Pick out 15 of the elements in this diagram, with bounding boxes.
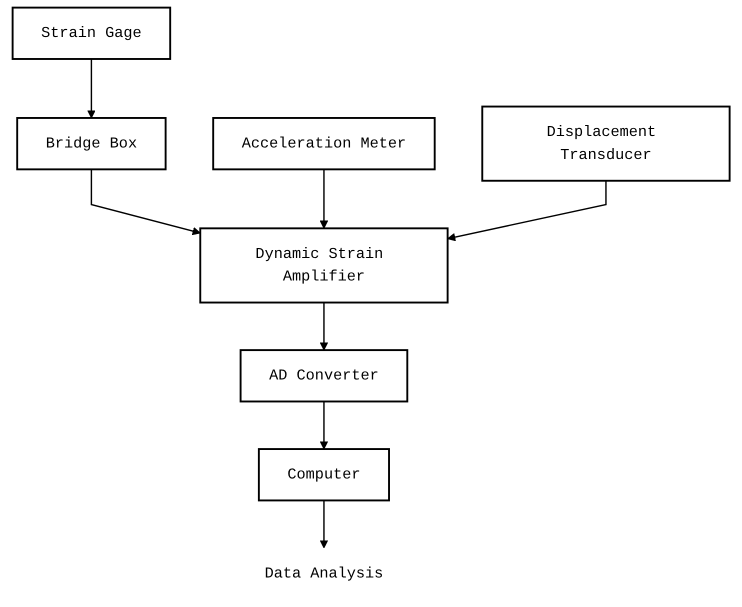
arrow	[320, 169, 328, 229]
node-box: AD Converter	[240, 349, 408, 402]
node-box: Strain Gage	[12, 6, 172, 60]
arrow	[320, 500, 328, 548]
node-box: Displacement Transducer	[481, 106, 730, 182]
node-box: Computer	[258, 448, 390, 502]
arrow	[447, 180, 607, 242]
node-box: Acceleration Meter	[212, 117, 436, 170]
arrow	[87, 58, 96, 118]
arrow	[320, 302, 328, 350]
node-box: Bridge Box	[16, 117, 166, 170]
node-box: Dynamic Strain Amplifier	[199, 227, 448, 304]
node-text: Data Analysis	[264, 565, 384, 582]
arrow	[320, 401, 328, 450]
arrow	[90, 169, 201, 236]
